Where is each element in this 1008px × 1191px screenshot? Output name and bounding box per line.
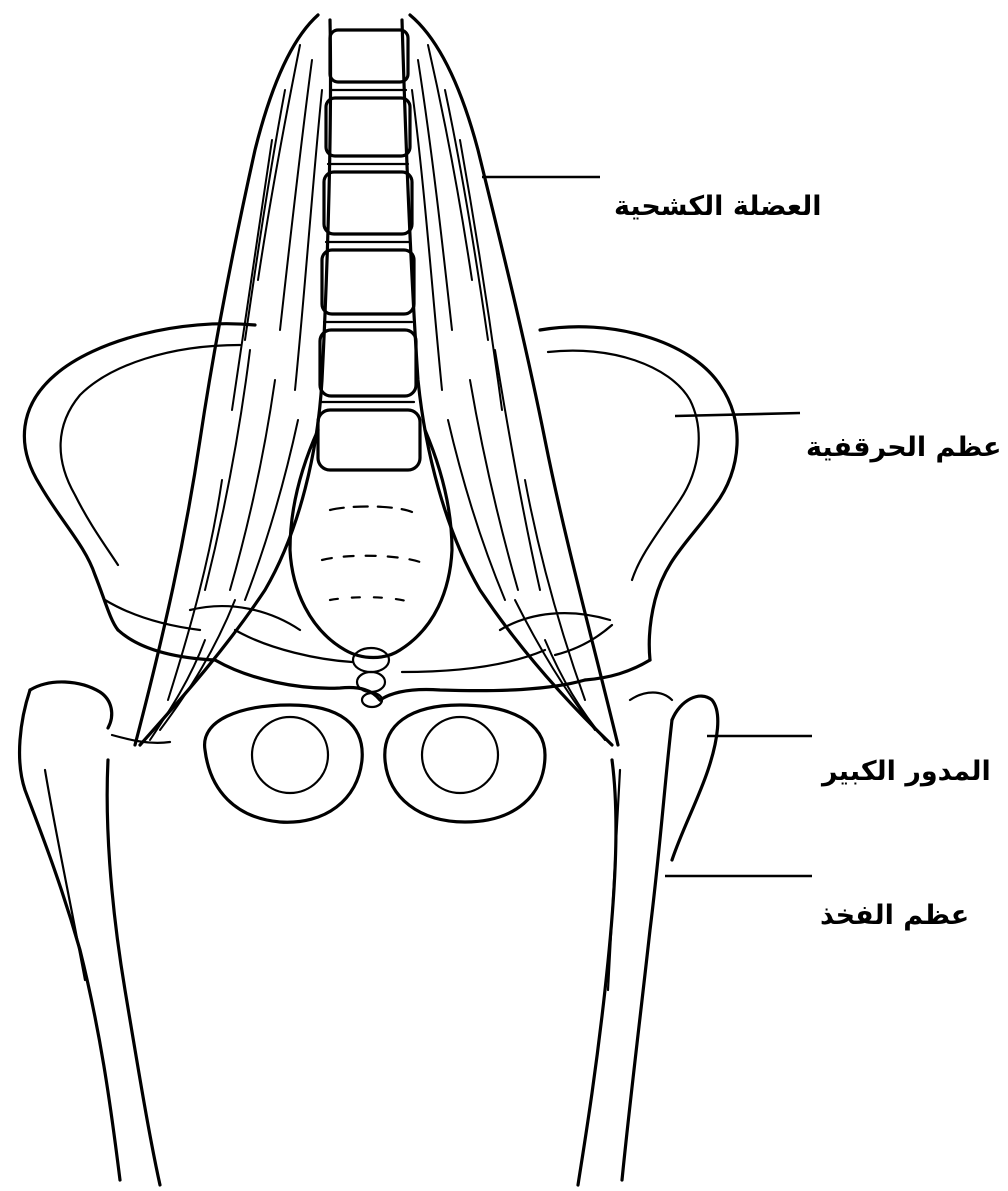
label-femur: عظم الفخذ bbox=[820, 902, 969, 929]
left-femur bbox=[20, 682, 170, 1185]
right-psoas-muscle bbox=[402, 15, 618, 745]
left-psoas-muscle bbox=[135, 15, 331, 745]
right-ilium bbox=[540, 327, 737, 680]
leader-line-ilium bbox=[675, 413, 800, 416]
label-ilium: عظم الحرقفية bbox=[806, 434, 1001, 461]
obturator-foramina bbox=[205, 705, 545, 822]
right-femur bbox=[578, 693, 718, 1186]
label-greater-trochanter: المدور الكبير bbox=[822, 758, 991, 785]
label-psoas-muscle: العضلة الكشحية bbox=[614, 193, 821, 220]
pelvic-brim bbox=[190, 606, 610, 700]
